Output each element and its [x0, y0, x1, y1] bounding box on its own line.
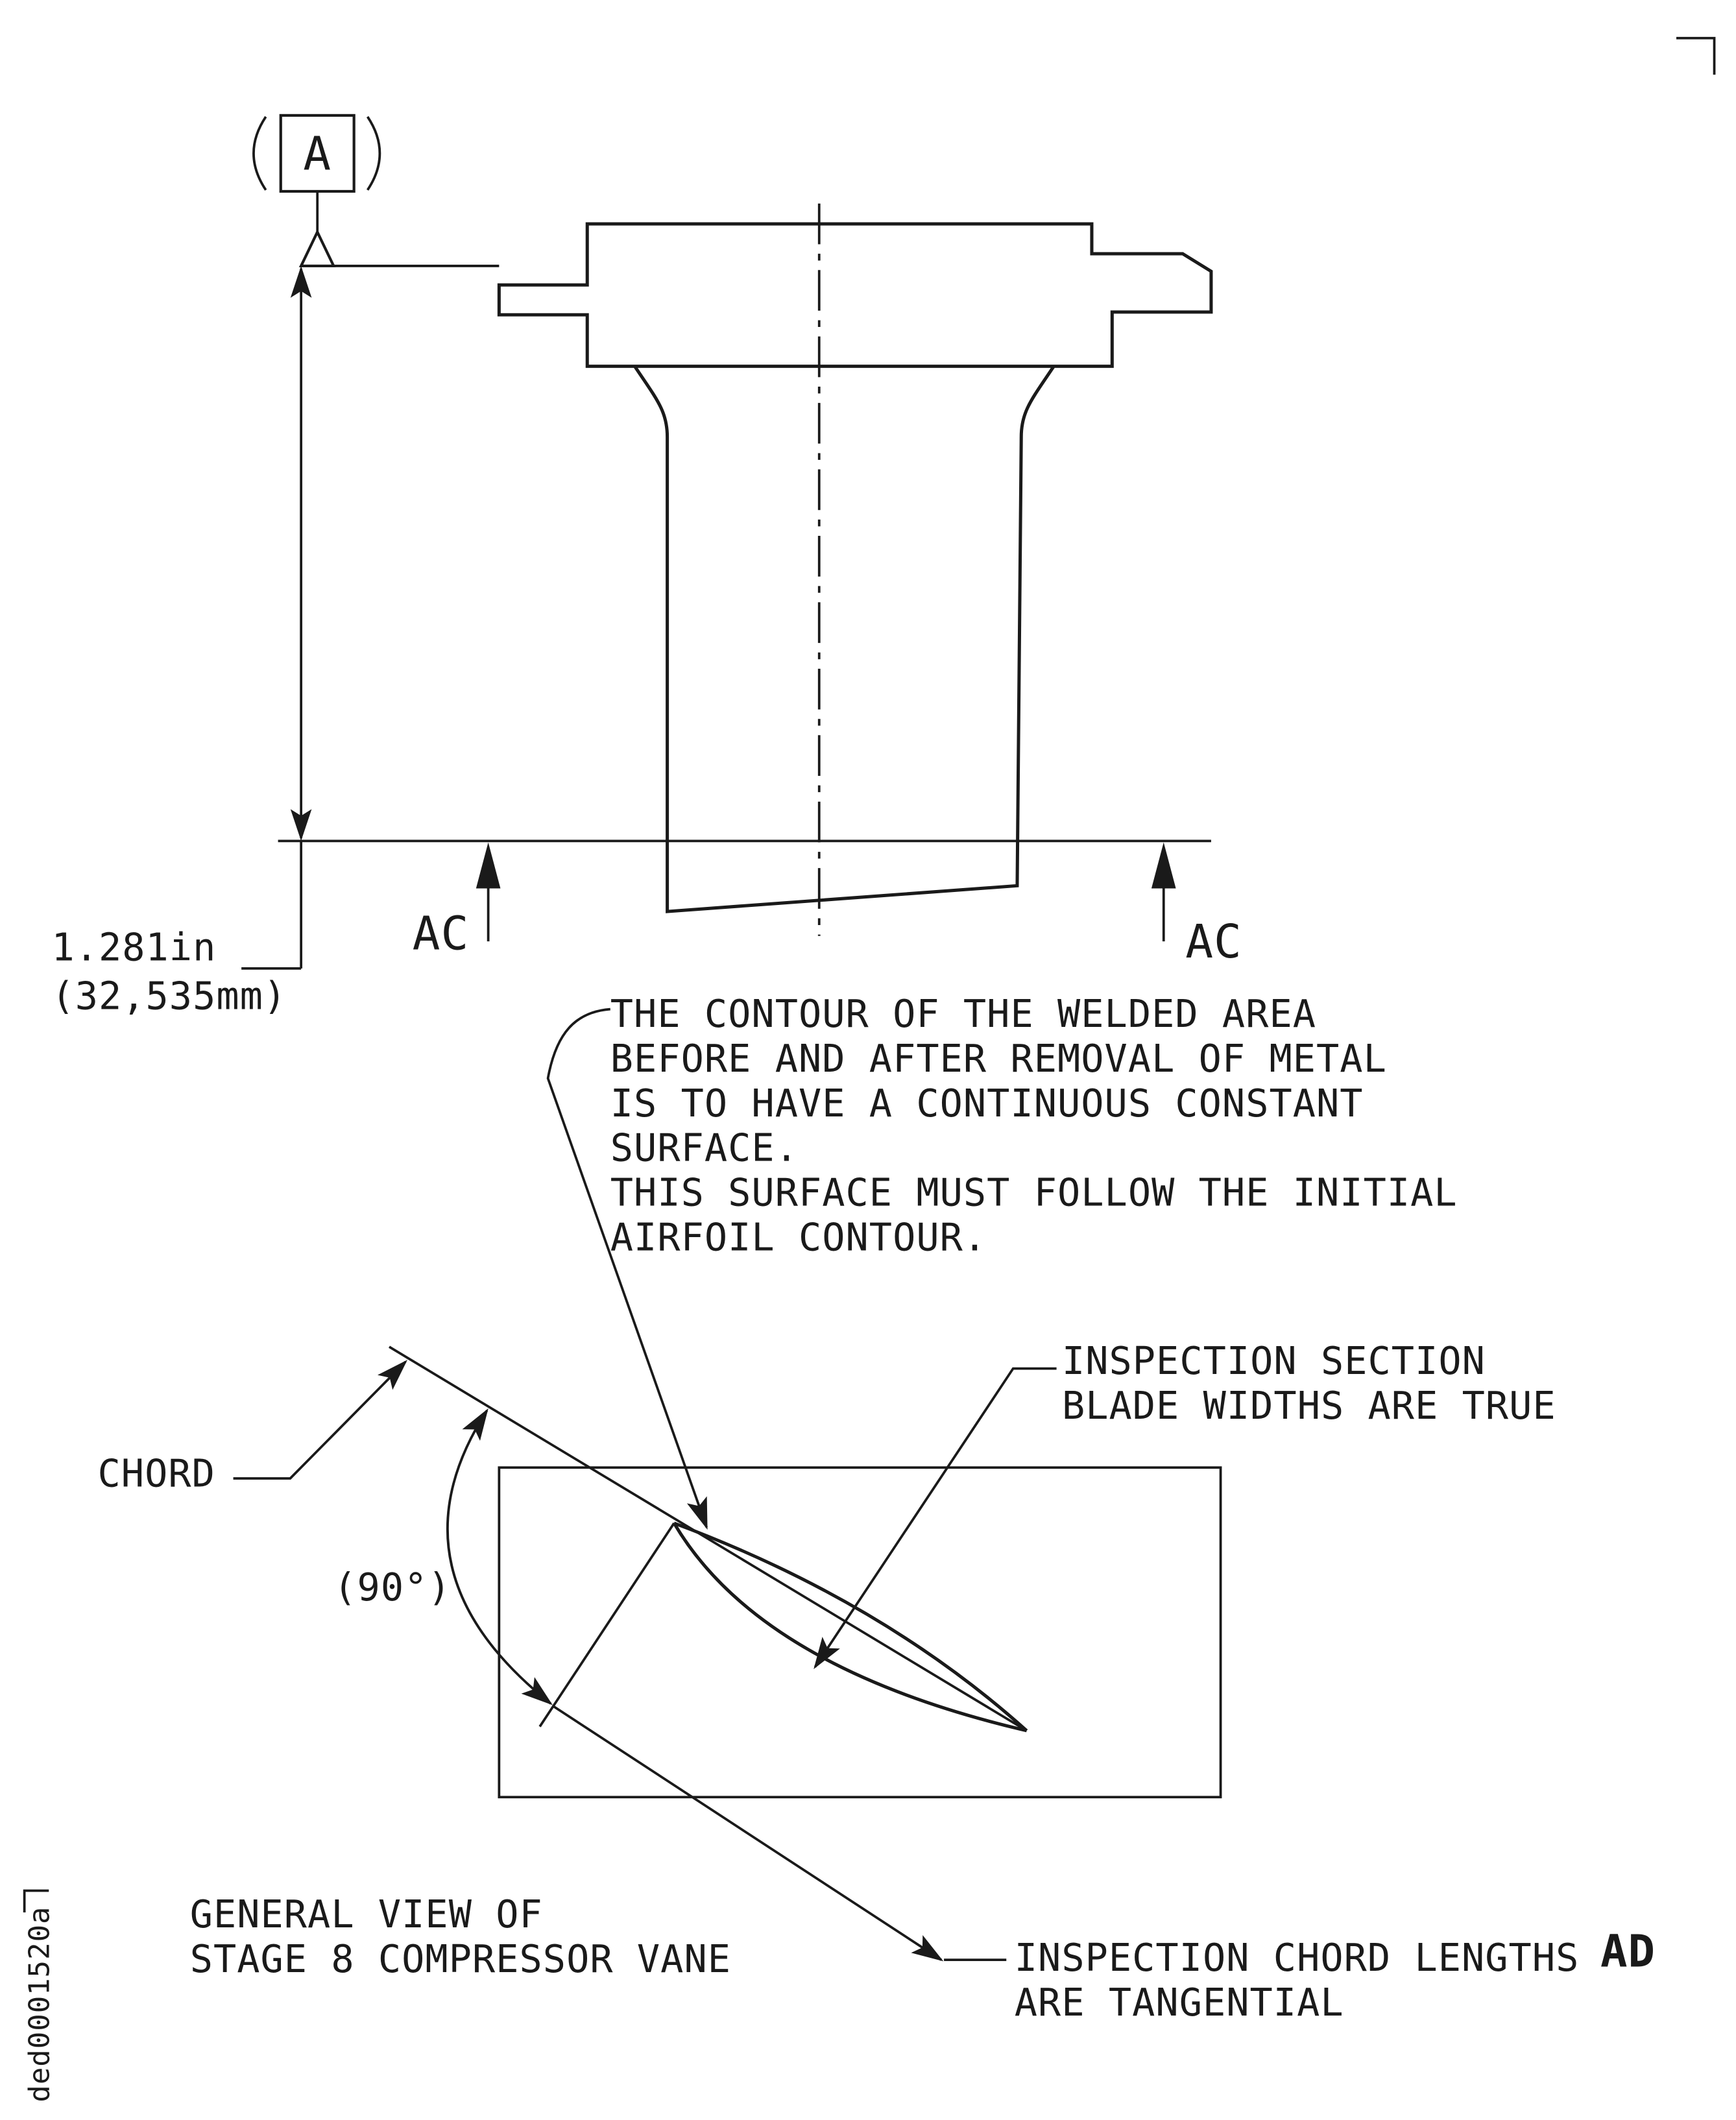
doc-id-block: ded0001520a — [23, 1889, 56, 2102]
dimension-text-inches: 1.281in — [51, 925, 216, 969]
chord-ref-ad: AD — [1600, 1926, 1656, 1978]
doc-id: ded0001520a — [23, 1906, 56, 2102]
weld-note-line-4: SURFACE. — [610, 1126, 799, 1170]
datum-triangle — [298, 228, 336, 268]
caption-line-1: GENERAL VIEW OF — [190, 1892, 543, 1936]
airfoil-upper-curve — [673, 1521, 1028, 1732]
section-label-right: AC — [1185, 915, 1242, 969]
corner-mark-top-right — [1676, 36, 1716, 75]
weld-note-line-5: THIS SURFACE MUST FOLLOW THE INITIAL — [610, 1171, 1458, 1215]
upper-view: A 1.281in (32,535mm) AC AC — [51, 114, 1242, 1018]
airfoil-lower-curve — [672, 1522, 1028, 1733]
datum-letter: A — [303, 127, 332, 181]
datum-symbol: A — [252, 114, 381, 268]
datum-paren-right — [366, 115, 381, 191]
chord-leader — [233, 1360, 407, 1480]
chord-label: CHORD — [98, 1452, 215, 1496]
inspection-section-leader — [814, 1367, 1057, 1669]
doc-id-bracket — [23, 1889, 49, 1912]
section-arrow-right — [1151, 842, 1176, 942]
inspection-section-label-2: BLADE WIDTHS ARE TRUE — [1062, 1384, 1556, 1428]
perpendicular-line — [538, 1522, 675, 1728]
datum-paren-left — [252, 115, 267, 191]
angle-label: (90°) — [333, 1565, 451, 1609]
inspection-chord-label-1: INSPECTION CHORD LENGTHS — [1015, 1936, 1580, 1980]
inspection-section-label-1: INSPECTION SECTION — [1062, 1339, 1486, 1383]
tangent-chord-line — [552, 1705, 944, 1962]
section-arrow-left — [476, 842, 501, 942]
weld-note-line-1: THE CONTOUR OF THE WELDED AREA — [610, 992, 1316, 1036]
lower-view: (90°) CHORD INSPECTION SECTION BLADE WID… — [98, 1339, 1656, 2025]
chord-line — [389, 1345, 1028, 1732]
weld-note: THE CONTOUR OF THE WELDED AREA BEFORE AN… — [546, 992, 1458, 1530]
inspection-chord-label-2: ARE TANGENTIAL — [1015, 1981, 1344, 2025]
weld-note-line-2: BEFORE AND AFTER REMOVAL OF METAL — [610, 1037, 1387, 1081]
section-arrowhead-right — [1151, 842, 1176, 889]
vane-shank-outline — [633, 365, 1055, 913]
section-arrowhead-left — [476, 842, 501, 889]
angle-arc — [446, 1408, 553, 1705]
caption-line-2: STAGE 8 COMPRESSOR VANE — [190, 1937, 731, 1981]
dimension-text-mm: (32,535mm) — [51, 974, 287, 1018]
datum-frame — [279, 114, 356, 193]
section-label-left: AC — [413, 907, 470, 961]
vane-platform-outline — [497, 222, 1213, 368]
inspection-rect — [498, 1466, 1222, 1799]
weld-note-line-3: IS TO HAVE A CONTINUOUS CONSTANT — [610, 1081, 1364, 1126]
weld-note-line-6: AIRFOIL CONTOUR. — [610, 1216, 987, 1260]
weld-note-leader — [546, 1007, 708, 1530]
